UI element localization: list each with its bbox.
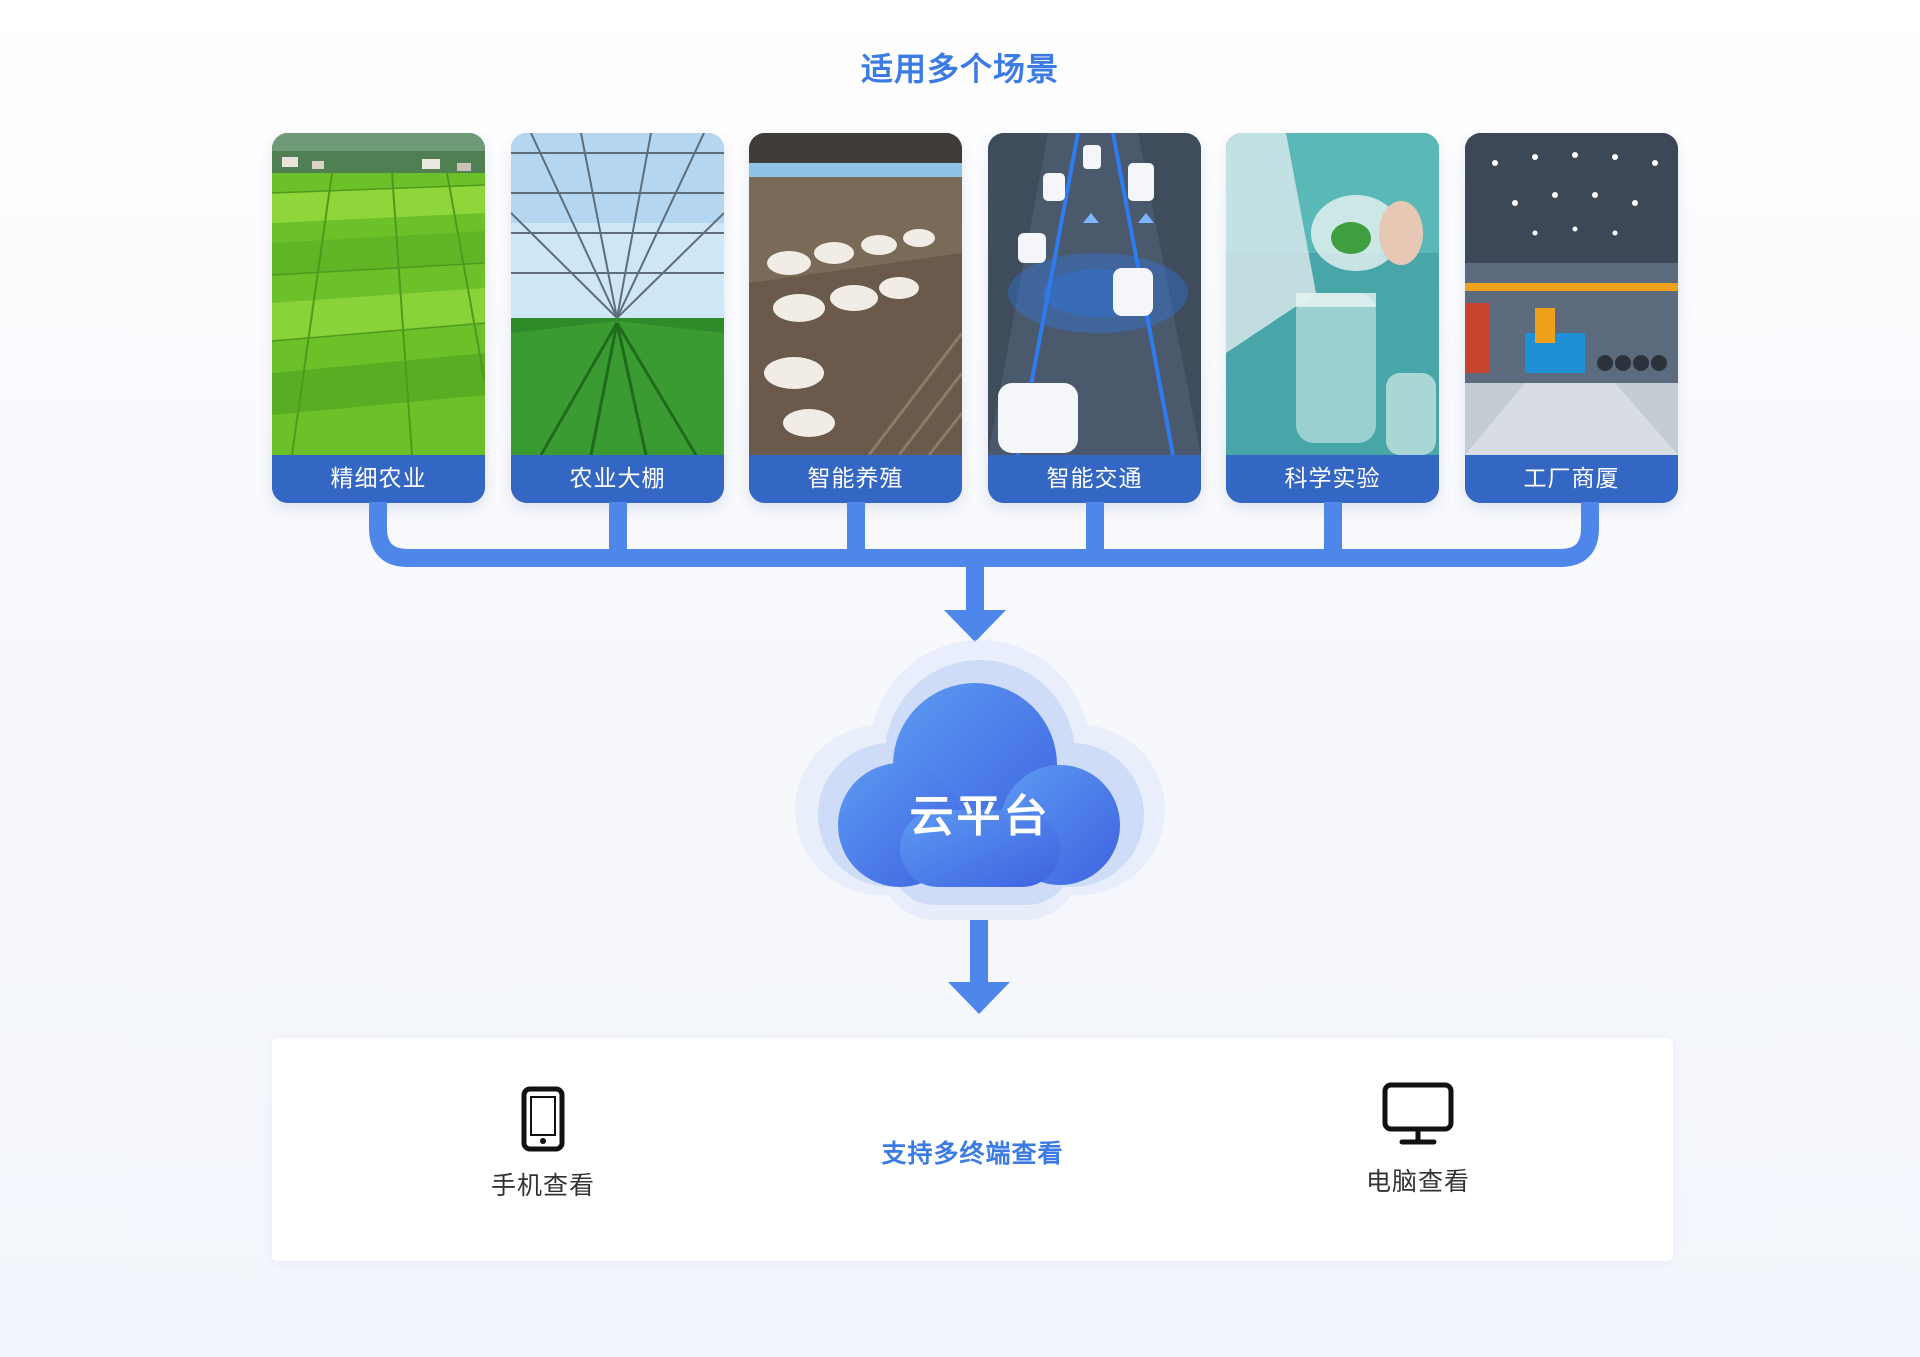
scene-card-science-experiment[interactable]: 科学实验 — [1226, 133, 1439, 503]
arrow-to-terminals — [948, 920, 1010, 1014]
cloud-icon — [795, 640, 1165, 920]
cloud-platform[interactable]: 云平台 — [790, 640, 1170, 930]
rice-field-photo — [272, 133, 485, 455]
mobile-terminal[interactable]: 手机查看 — [433, 1086, 653, 1202]
scene-card-greenhouse[interactable]: 农业大棚 — [511, 133, 724, 503]
scene-card-smart-traffic[interactable]: 智能交通 — [988, 133, 1201, 503]
lab-experiment-photo — [1226, 133, 1439, 455]
cloud-label: 云平台 — [909, 791, 1051, 842]
desktop-terminal[interactable]: 电脑查看 — [1308, 1082, 1528, 1198]
mobile-terminal-label: 手机查看 — [490, 1171, 595, 1200]
scene-label: 农业大棚 — [511, 455, 724, 503]
scene-label: 科学实验 — [1226, 455, 1439, 503]
monitor-icon — [1382, 1082, 1454, 1145]
scene-label: 智能养殖 — [749, 455, 962, 503]
arrow-to-cloud — [944, 566, 1006, 642]
goat-farm-photo — [749, 133, 962, 455]
smart-traffic-photo — [988, 133, 1201, 455]
phone-icon — [521, 1086, 565, 1152]
scene-card-factory-building[interactable]: 工厂商厦 — [1465, 133, 1678, 503]
scene-card-precision-agriculture[interactable]: 精细农业 — [272, 133, 485, 503]
terminal-caption: 支持多终端查看 — [881, 1139, 1064, 1168]
scene-label: 智能交通 — [988, 455, 1201, 503]
scene-label: 工厂商厦 — [1465, 455, 1678, 503]
connector-bus — [369, 502, 1599, 567]
terminal-panel: 手机查看 支持多终端查看 电脑查看 — [272, 1038, 1673, 1261]
factory-hall-photo — [1465, 133, 1678, 455]
scene-label: 精细农业 — [272, 455, 485, 503]
scene-card-smart-breeding[interactable]: 智能养殖 — [749, 133, 962, 503]
greenhouse-photo — [511, 133, 724, 455]
desktop-terminal-label: 电脑查看 — [1365, 1167, 1470, 1196]
section-title: 适用多个场景 — [860, 50, 1059, 88]
